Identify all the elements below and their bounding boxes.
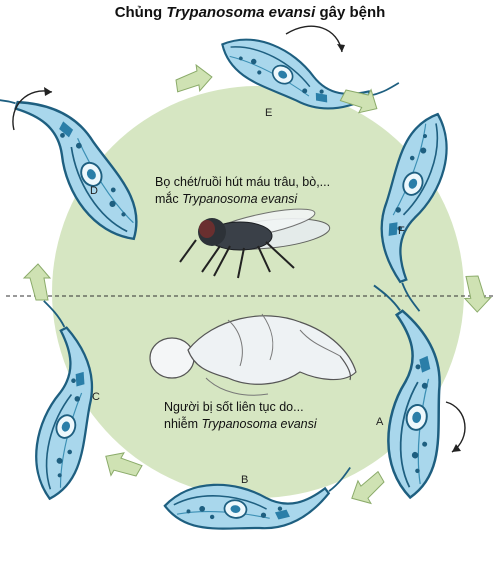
fly-illustration [179,208,331,279]
background-circle [52,86,464,498]
fly-caption-line2-prefix: mắc [155,192,183,206]
human-caption-line1: Người bị sốt liên tục do... [164,400,304,414]
stage-label-f: F [398,225,405,237]
human-caption-line2-prefix: nhiễm [164,417,202,431]
fly-caption: Bọ chét/ruồi hút máu trâu, bò,... mắc Tr… [155,174,330,208]
page-title: Chủng Trypanosoma evansi gây bệnh [0,4,500,21]
arrow-c-to-d [23,263,51,301]
stage-label-d: D [90,185,98,197]
arrow-f-to-a [463,275,492,313]
human-caption: Người bị sốt liên tục do... nhiễm Trypan… [164,399,317,433]
title-suffix: gây bệnh [315,4,386,21]
rotation-arrow-a [445,401,466,453]
human-caption-line2: nhiễm Trypanosoma evansi [164,416,317,433]
arrow-d-to-e [173,62,215,95]
sick-person-illustration [149,313,357,396]
stage-label-a: A [376,416,384,428]
title-species: Trypanosoma evansi [166,4,316,21]
title-prefix: Chủng [114,4,167,21]
fly-caption-line2: mắc Trypanosoma evansi [155,191,330,208]
stage-label-b: B [241,474,248,486]
stage-label-e: E [265,107,272,119]
rotation-arrow-e [285,25,343,53]
stage-label-c: C [92,391,100,403]
fly-caption-line1: Bọ chét/ruồi hút máu trâu, bò,... [155,175,331,189]
fly-caption-species: Trypanosoma evansi [182,192,298,206]
human-caption-species: Trypanosoma evansi [201,417,317,431]
arrow-a-to-b [345,469,391,511]
